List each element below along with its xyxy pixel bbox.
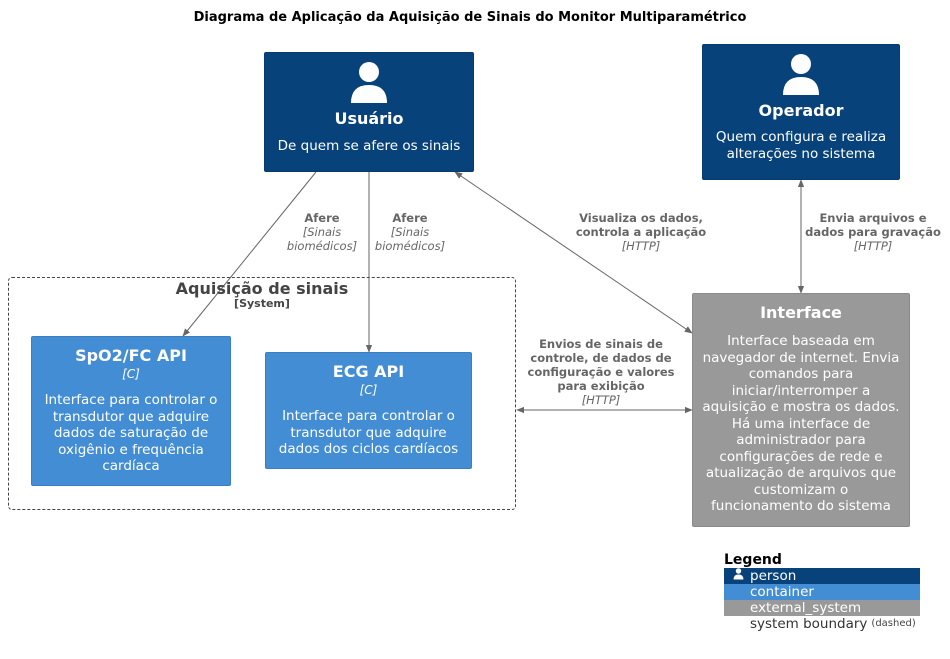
arrow-usuario-to-spo2 <box>182 171 317 337</box>
relation-protocol: [Sinais biomédicos] <box>286 225 358 253</box>
node-spo2-description: Interface para controlar o transdutor qu… <box>44 392 218 474</box>
legend-note: (dashed) <box>871 618 916 629</box>
node-ecg-name: ECG API <box>332 362 405 381</box>
node-spo2-technology: [C] <box>122 367 140 381</box>
node-ecg[interactable]: ECG API [C] Interface para controlar o t… <box>265 352 472 469</box>
node-usuario[interactable]: Usuário De quem se afere os sinais <box>264 52 474 172</box>
node-operador-name: Operador <box>758 101 844 120</box>
relation-label-boundary-interface: Envios de sinais de controle, de dados d… <box>524 337 678 407</box>
node-usuario-description: De quem se afere os sinais <box>277 138 461 154</box>
relation-protocol: [HTTP] <box>581 393 621 407</box>
node-interface[interactable]: Interface Interface baseada em navegador… <box>692 293 910 527</box>
relation-text: Visualiza os dados, controla a aplicação <box>575 211 707 239</box>
relation-protocol: [HTTP] <box>853 239 893 253</box>
legend-item-person: person <box>724 567 920 585</box>
node-operador[interactable]: Operador Quem configura e realiza altera… <box>702 44 900 180</box>
system-boundary-label: Aquisição de sinais [System] <box>8 279 516 310</box>
relation-text: Afere <box>304 211 340 225</box>
relation-text: Afere <box>392 211 428 225</box>
arrow-interface-usuario <box>454 171 693 334</box>
node-interface-name: Interface <box>760 303 842 322</box>
person-icon <box>730 567 746 585</box>
legend-label: person <box>750 568 797 584</box>
relation-label-usuario-ecg: Afere [Sinais biomédicos] <box>364 211 456 253</box>
legend-item-system-boundary: system boundary (dashed) <box>724 616 920 632</box>
boundary-type: [System] <box>234 297 290 310</box>
relation-text: Envia arquivos e dados para gravação <box>805 211 941 239</box>
legend-item-container: container <box>724 584 920 600</box>
legend-title: Legend <box>724 552 782 568</box>
node-interface-description: Interface baseada em navegador de intern… <box>702 333 900 514</box>
legend-label: external_system <box>750 600 862 616</box>
relation-text: Envios de sinais de controle, de dados d… <box>527 337 675 393</box>
relation-label-interface-usuario: Visualiza os dados, controla a aplicação… <box>566 211 716 253</box>
relation-protocol: [Sinais biomédicos] <box>374 225 446 253</box>
node-usuario-name: Usuário <box>334 109 404 128</box>
relation-label-operador-interface: Envia arquivos e dados para gravação [HT… <box>800 211 946 253</box>
system-boundary <box>8 277 516 510</box>
person-icon <box>351 62 387 103</box>
node-operador-description: Quem configura e realiza alterações no s… <box>715 129 887 162</box>
node-spo2-name: SpO2/FC API <box>75 346 187 365</box>
legend-label: system boundary <box>750 616 868 632</box>
person-icon <box>783 54 819 95</box>
boundary-name: Aquisição de sinais <box>175 279 349 298</box>
diagram-title: Diagrama de Aplicação da Aquisição de Si… <box>193 10 747 25</box>
legend-item-external-system: external_system <box>724 600 920 616</box>
relation-protocol: [HTTP] <box>621 239 661 253</box>
legend: Legend person container external_system … <box>724 552 924 632</box>
node-spo2[interactable]: SpO2/FC API [C] Interface para controlar… <box>31 336 231 486</box>
relation-label-usuario-spo2: Afere [Sinais biomédicos] <box>276 211 368 253</box>
node-ecg-description: Interface para controlar o transdutor qu… <box>278 408 459 457</box>
node-ecg-technology: [C] <box>359 383 378 397</box>
legend-label: container <box>750 584 814 600</box>
